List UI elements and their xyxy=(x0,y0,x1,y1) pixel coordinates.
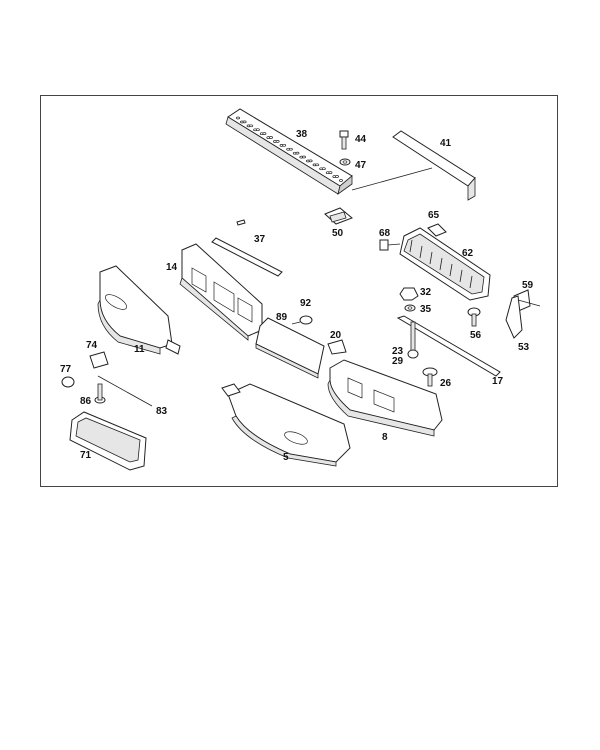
part-71-frame xyxy=(69,411,147,471)
label-83: 83 xyxy=(156,406,168,417)
grille-mesh-line xyxy=(449,263,453,277)
label-37: 37 xyxy=(254,234,266,245)
perforation xyxy=(339,179,343,182)
grille-mesh-line xyxy=(469,275,473,289)
label-14: 14 xyxy=(166,262,178,273)
part-47-washer xyxy=(339,158,351,166)
perforation xyxy=(308,159,313,163)
part-68-screw xyxy=(379,239,401,251)
label-17: 17 xyxy=(492,376,504,387)
label-5: 5 xyxy=(283,452,289,463)
perforation xyxy=(242,120,247,124)
label-65: 65 xyxy=(428,210,440,221)
perforation xyxy=(302,155,306,159)
label-89: 89 xyxy=(276,312,288,323)
perforation xyxy=(269,136,273,139)
part-56-screw xyxy=(467,307,481,327)
part-83-rod xyxy=(97,375,153,407)
part-32-nut xyxy=(399,287,419,301)
label-29: 29 xyxy=(392,356,404,367)
label-59: 59 xyxy=(522,280,534,291)
label-62: 62 xyxy=(462,248,474,259)
perforation xyxy=(262,132,267,135)
diagram-frame xyxy=(40,95,558,487)
part-41-bracket xyxy=(351,130,476,201)
perforation xyxy=(288,147,293,151)
part-62-grille xyxy=(399,227,491,301)
label-38: 38 xyxy=(296,129,308,140)
part-74-clip xyxy=(89,351,109,369)
perforation xyxy=(236,116,240,120)
label-53: 53 xyxy=(518,342,530,353)
label-77: 77 xyxy=(60,364,72,375)
part-38-step xyxy=(225,108,353,195)
part-37-strip xyxy=(211,219,283,277)
label-56: 56 xyxy=(470,330,482,341)
label-35: 35 xyxy=(420,304,432,315)
label-44: 44 xyxy=(355,134,367,145)
part-50-clip xyxy=(324,207,353,225)
part-labels: 38 44 47 41 37 50 65 68 62 14 92 89 32 3… xyxy=(60,129,534,463)
perforation xyxy=(321,167,326,171)
perforation xyxy=(328,171,333,174)
label-8: 8 xyxy=(382,432,388,443)
perforation xyxy=(295,151,300,155)
perforation xyxy=(315,163,320,167)
perforation xyxy=(275,140,280,143)
label-86: 86 xyxy=(80,396,92,407)
perforation xyxy=(249,124,254,128)
grille-mesh-line xyxy=(439,257,443,271)
grille-mesh-line xyxy=(419,245,423,259)
perforation xyxy=(335,175,339,178)
label-47: 47 xyxy=(355,160,367,171)
part-17-strip xyxy=(396,315,501,377)
label-32: 32 xyxy=(420,287,432,298)
label-26: 26 xyxy=(440,378,452,389)
part-53-side-bracket xyxy=(505,295,541,339)
label-50: 50 xyxy=(332,228,344,239)
label-92: 92 xyxy=(300,298,312,309)
part-86-bolt xyxy=(94,383,106,404)
part-44-bolt xyxy=(339,130,349,150)
grille-mesh-line xyxy=(429,251,433,265)
part-8-bumper xyxy=(327,359,443,437)
label-20: 20 xyxy=(330,330,342,341)
part-5-lower-cover xyxy=(221,383,351,467)
label-23: 23 xyxy=(392,346,404,357)
part-77-clip xyxy=(61,376,75,388)
part-11-side-panel xyxy=(97,265,181,355)
label-71: 71 xyxy=(80,450,92,461)
part-20-clip xyxy=(327,339,347,355)
part-26-pin xyxy=(422,367,438,387)
perforation xyxy=(282,143,287,147)
label-41: 41 xyxy=(440,138,452,149)
part-23-bolt xyxy=(407,321,419,359)
label-74: 74 xyxy=(86,340,98,351)
part-92-screw xyxy=(291,315,313,325)
part-89-trim xyxy=(255,317,325,379)
label-11: 11 xyxy=(134,344,145,355)
grille-mesh-line xyxy=(409,239,413,253)
label-68: 68 xyxy=(379,228,391,239)
perforation xyxy=(255,128,260,132)
grille-mesh-line xyxy=(459,269,463,283)
part-35-washer xyxy=(404,304,416,312)
part-65-plate xyxy=(427,223,447,237)
